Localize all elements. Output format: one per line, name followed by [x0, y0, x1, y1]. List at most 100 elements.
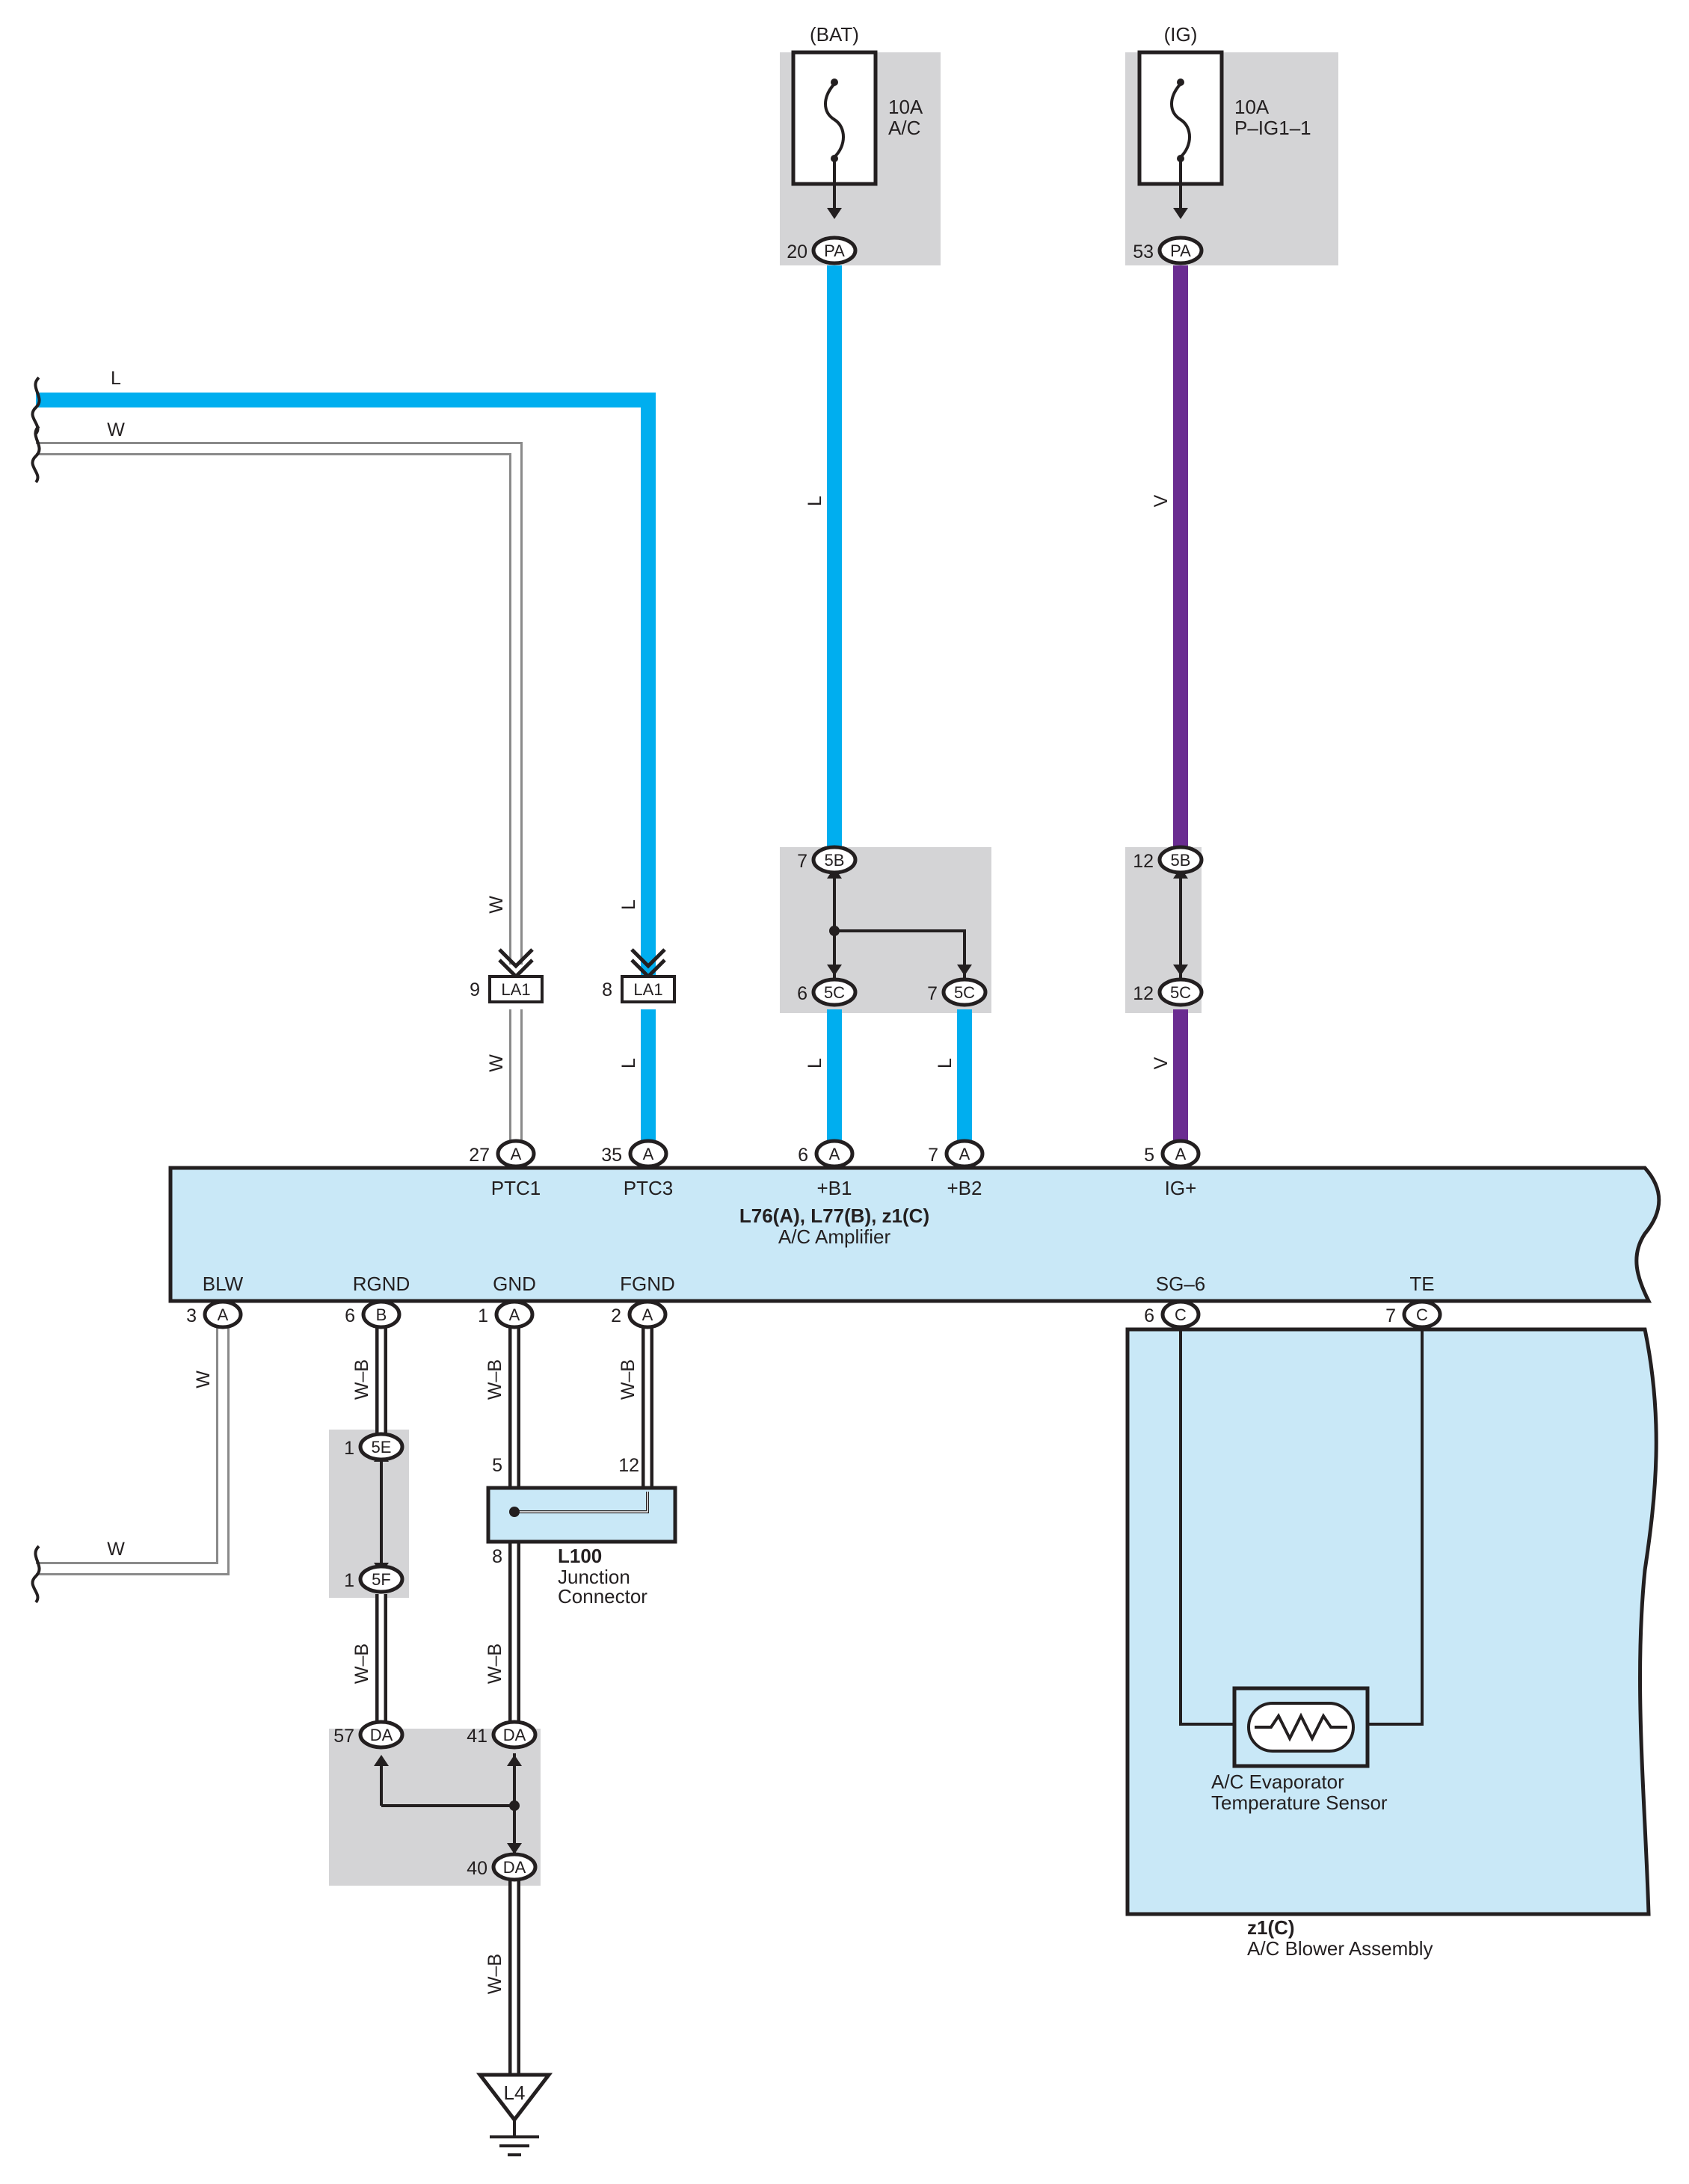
- amp-pin-num-6c: 6: [1144, 1305, 1154, 1326]
- wire-label-rgnd-upper: W–B: [351, 1359, 372, 1400]
- la1-pin-9: 9: [470, 979, 480, 1000]
- pin-oval-amp-ptc3-label: A: [643, 1145, 654, 1163]
- pin-oval-5e: [358, 1432, 404, 1462]
- blower-code: z1(C): [1247, 1916, 1295, 1939]
- pin-oval-amp-ptc1-label: A: [511, 1145, 522, 1163]
- amp-pin-num-1: 1: [478, 1305, 488, 1326]
- amp-pin-label-blw: BLW: [203, 1273, 244, 1295]
- la1-connector-9: [488, 975, 544, 1003]
- j5b-ig-pin: 12: [1133, 851, 1154, 872]
- amp-pin-num-3: 3: [186, 1305, 197, 1326]
- pin-oval-amp-ig-label: A: [1175, 1145, 1187, 1163]
- wire-label-gnd-lower: W–B: [484, 1643, 505, 1684]
- j5b-b1-pin: 7: [797, 851, 807, 872]
- pin-oval-amp-te: [1402, 1299, 1442, 1329]
- pin-oval-fuse-ig-label: PA: [1170, 242, 1191, 260]
- fuse-bat-rating: 10A: [888, 96, 923, 118]
- pin-oval-5c-b1-right: [941, 977, 988, 1007]
- wire-label-ptc1-lower: W: [486, 1054, 507, 1072]
- jda-right-pin: 41: [467, 1726, 487, 1747]
- ground-code: L4: [504, 2082, 526, 2104]
- amp-pin-label-sg6: SG–6: [1156, 1273, 1206, 1295]
- fuse-ig-source: (IG): [1164, 23, 1198, 46]
- pin-oval-amp-rgnd-label: B: [376, 1305, 387, 1324]
- ground-icon: [490, 2135, 539, 2156]
- la1-chevrons: [498, 948, 666, 979]
- amp-pin-num-27: 27: [469, 1145, 490, 1166]
- pin-oval-amp-gnd-label: A: [509, 1305, 520, 1324]
- pin-oval-amp-fgnd-label: A: [642, 1305, 653, 1324]
- sensor-label-line2: Temperature Sensor: [1211, 1791, 1388, 1814]
- pin-oval-5b-b1-label: 5B: [825, 851, 845, 870]
- wire-label-blw: W: [193, 1371, 214, 1388]
- wire-label-bottom-w: W: [107, 1539, 125, 1560]
- wire-label-b2-lower: L: [935, 1058, 956, 1068]
- ac-amplifier-name: A/C Amplifier: [778, 1225, 891, 1248]
- amp-pin-label-ptc1: PTC1: [491, 1177, 541, 1199]
- pin-oval-amp-rgnd: [361, 1299, 402, 1329]
- fuse-ig-element: [1170, 82, 1191, 159]
- l100-line1: Junction: [558, 1566, 630, 1588]
- wire-label-ig-upper: V: [1151, 494, 1172, 507]
- wire-label-ptc3-lower: L: [618, 1058, 639, 1068]
- ac-amplifier-body: [168, 1166, 1661, 1303]
- evaporator-sensor-capsule: [1247, 1702, 1355, 1753]
- pin-oval-5c-ig: [1157, 977, 1204, 1007]
- ac-amplifier-title: L76(A), L77(B), z1(C): [739, 1205, 929, 1227]
- j5c-b1-right-pin: 7: [927, 983, 938, 1004]
- ac-blower-body: [1125, 1327, 1658, 1916]
- j5f-pin: 1: [344, 1570, 354, 1591]
- amp-pin-labels: 27 35 6 7 5 PTC1 PTC3 +B1 +B2 IG+ BLW RG…: [186, 1145, 1435, 1326]
- l100-pin-8: 8: [492, 1546, 502, 1567]
- pin-oval-amp-b2: [944, 1139, 985, 1169]
- jda-bottom-pin: 40: [467, 1858, 487, 1879]
- wire-label-ptc1-upper: W: [486, 896, 507, 914]
- amp-pin-num-ig: 5: [1144, 1145, 1154, 1166]
- amp-pin-label-ptc3: PTC3: [624, 1177, 673, 1199]
- sensor-wire-te: [1367, 1327, 1424, 1726]
- sensor-label-line1: A/C Evaporator: [1211, 1771, 1344, 1793]
- wire-label-gnd-upper: W–B: [484, 1359, 505, 1400]
- pin-oval-da-right: [491, 1720, 538, 1750]
- amp-pin-num-b2: 7: [928, 1145, 938, 1166]
- amp-pin-num-6b: 6: [345, 1305, 355, 1326]
- pin-oval-5c-b1-right-label: 5C: [954, 983, 975, 1002]
- pin-oval-da-left-label: DA: [370, 1726, 393, 1744]
- wire-label-rgnd-lower: W–B: [351, 1643, 372, 1684]
- pin-oval-da-left: [358, 1720, 404, 1750]
- l100-pin-5: 5: [492, 1455, 502, 1476]
- fuse-bat-element: [824, 82, 845, 159]
- pin-oval-5e-label: 5E: [372, 1438, 392, 1456]
- wire-l-ptc3: [36, 393, 656, 994]
- wires-wb: [375, 1327, 653, 2075]
- amp-pin-label-ig: IG+: [1165, 1177, 1197, 1199]
- pin-oval-da-bottom-label: DA: [503, 1858, 526, 1877]
- pin-oval-5f-label: 5F: [372, 1570, 391, 1589]
- wire-label-top-w: W: [107, 419, 125, 440]
- l100-line2: Connector: [558, 1585, 647, 1608]
- pin-oval-amp-ig: [1160, 1139, 1201, 1169]
- pin-oval-fuse-bat-label: PA: [824, 242, 845, 260]
- thermistor-icon: [1255, 1712, 1347, 1742]
- jda-left-pin: 57: [333, 1726, 354, 1747]
- j5c-b1-left-pin: 6: [797, 983, 807, 1004]
- splice-b1: [829, 926, 840, 936]
- amp-pin-num-2: 2: [611, 1305, 621, 1326]
- pin-oval-5c-b1-left: [811, 977, 858, 1007]
- pin-oval-fuse-ig: [1157, 236, 1204, 265]
- wire-label-b1-upper: L: [804, 496, 825, 506]
- pin-oval-amp-sg6-label: C: [1175, 1305, 1187, 1324]
- sensor-wire-sg6: [1179, 1327, 1234, 1726]
- amp-pin-label-fgnd: FGND: [620, 1273, 675, 1295]
- pin-oval-5c-b1-left-label: 5C: [824, 983, 845, 1002]
- l100-pin-12: 12: [618, 1455, 639, 1476]
- l100-code: L100: [558, 1545, 602, 1567]
- pin-oval-amp-ptc1: [496, 1139, 536, 1169]
- pin-oval-amp-blw: [203, 1299, 243, 1329]
- la1-pin-8: 8: [602, 979, 612, 1000]
- pin-oval-da-bottom: [491, 1852, 538, 1882]
- amp-pin-label-gnd: GND: [493, 1273, 536, 1295]
- amp-pin-label-rgnd: RGND: [353, 1273, 410, 1295]
- pin-oval-amp-sg6: [1160, 1299, 1201, 1329]
